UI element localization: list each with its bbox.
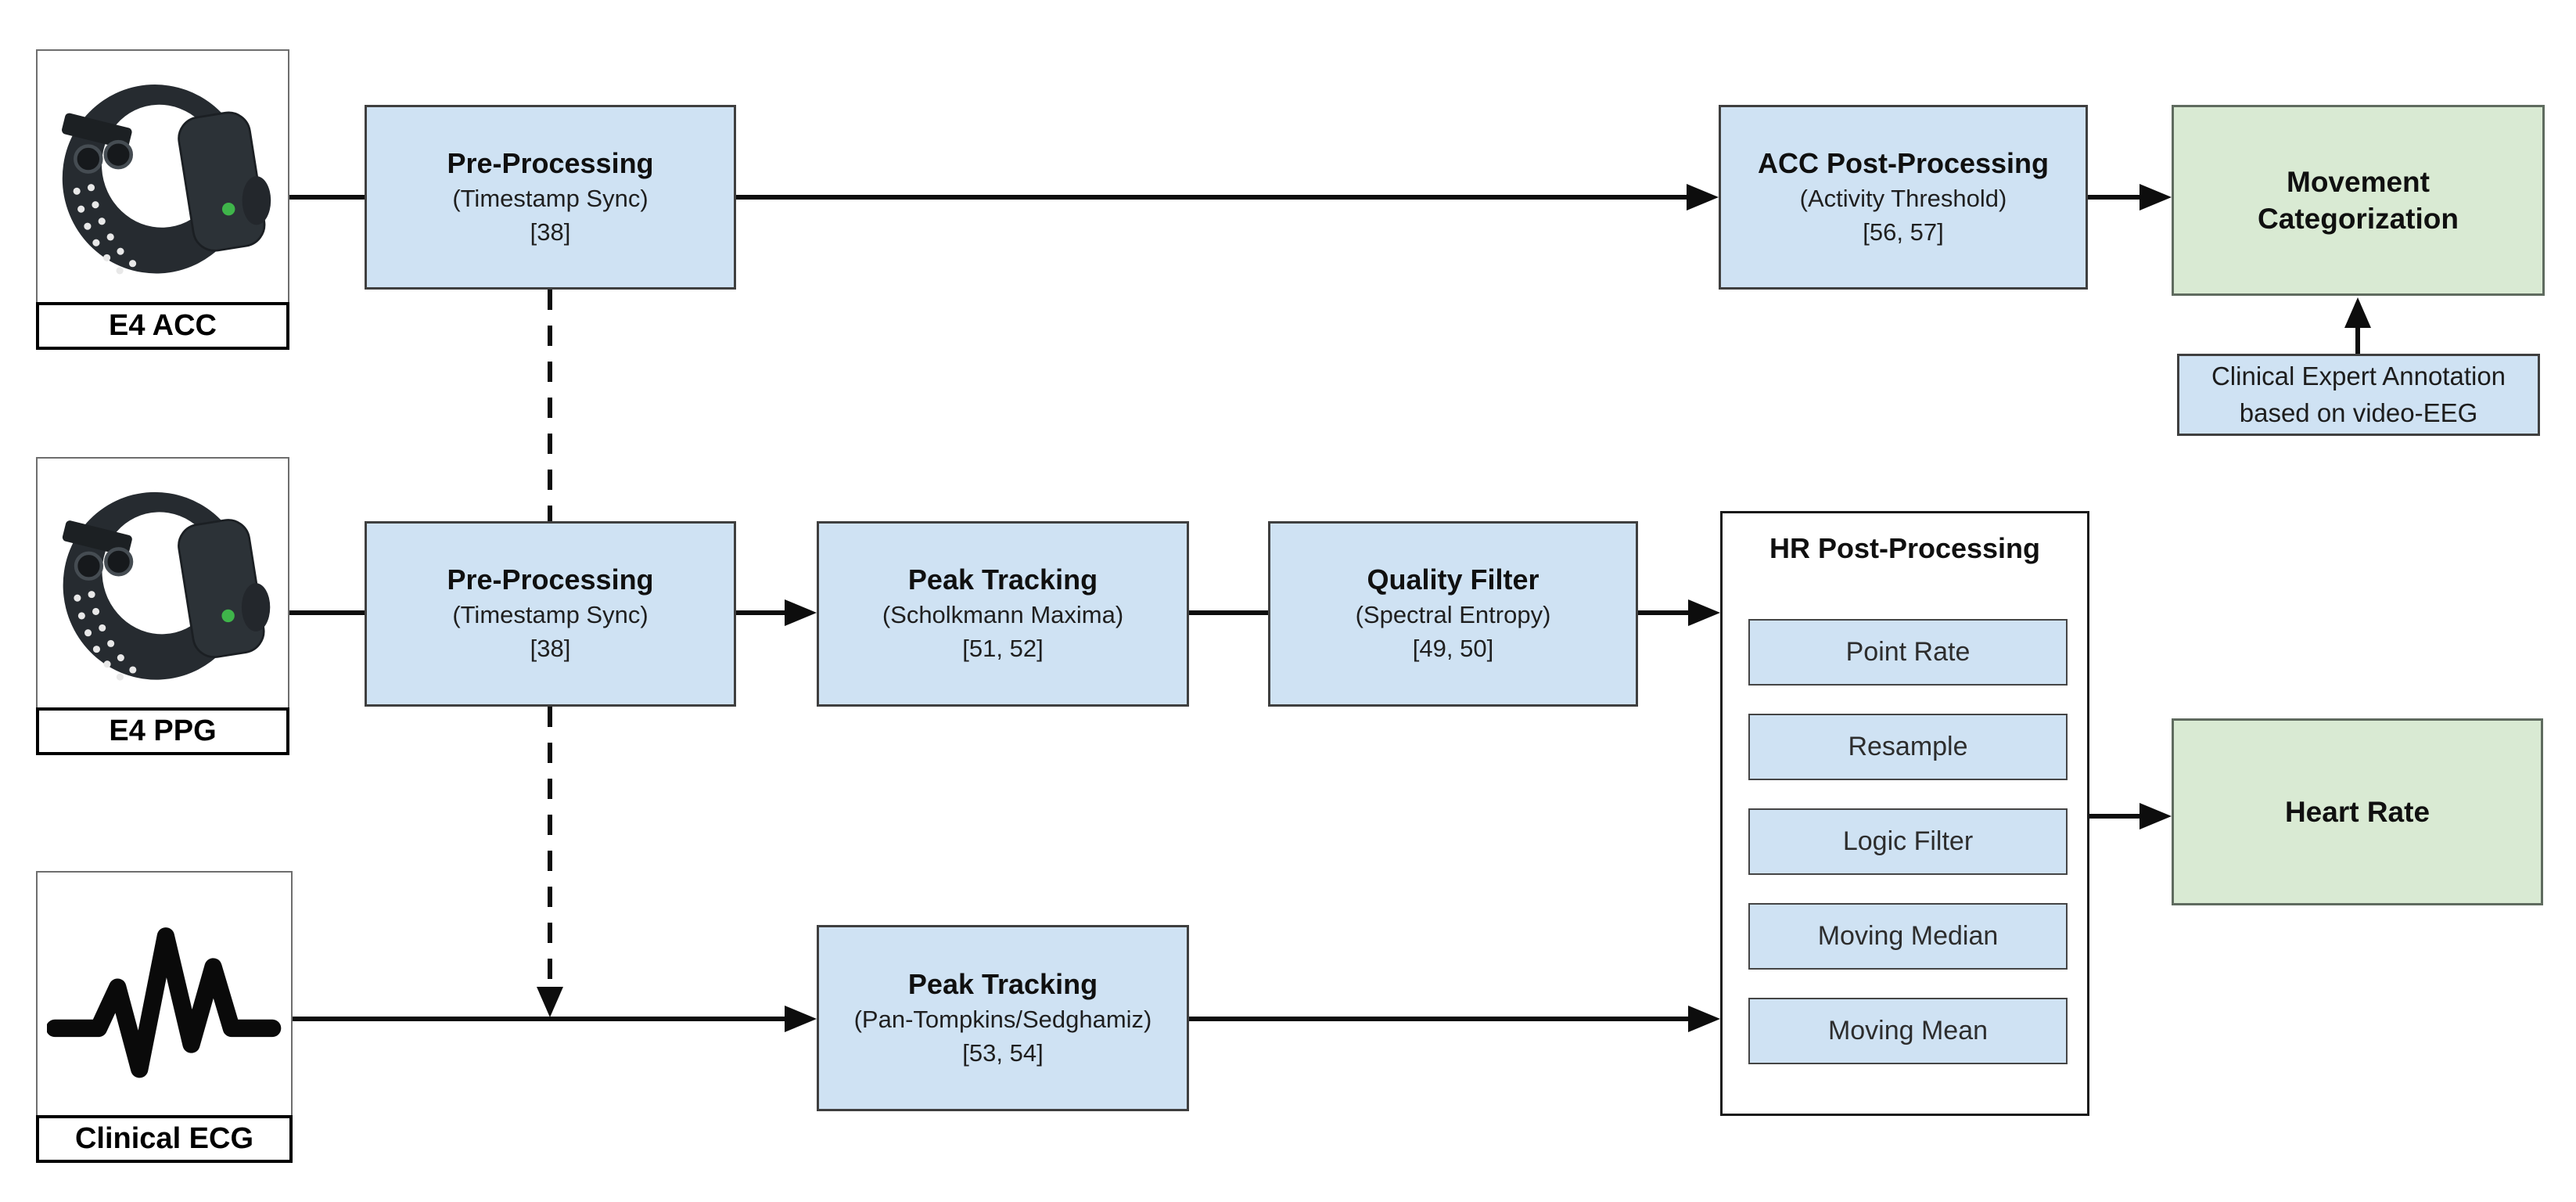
box-subtitle: (Scholkmann Maxima)	[882, 601, 1124, 629]
output-label: Heart Rate	[2284, 795, 2430, 828]
box-title: Pre-Processing	[447, 146, 654, 179]
pre-processing-acc-box: Pre-Processing (Timestamp Sync) [38]	[365, 105, 736, 290]
box-title: ACC Post-Processing	[1757, 146, 2050, 179]
box-subtitle: (Activity Threshold)	[1799, 184, 2007, 212]
hr-step-label: Resample	[1848, 732, 1968, 761]
arrowhead-into-peaktracking-ppg	[785, 599, 817, 626]
box-refs: [51, 52]	[962, 635, 1044, 663]
arrowhead-into-hrpost-top	[1688, 599, 1720, 626]
e4-ppg-label: E4 PPG	[109, 714, 217, 747]
e4-acc-label-box: E4 ACC	[36, 302, 289, 350]
arrowhead-into-peaktracking-ecg	[785, 1006, 817, 1032]
box-refs: [38]	[530, 635, 571, 663]
box-subtitle: (Timestamp Sync)	[452, 601, 648, 629]
annotation-label: Clinical Expert Annotation based on vide…	[2211, 361, 2506, 427]
hr-post-processing-title: HR Post-Processing	[1769, 532, 2041, 564]
box-refs: [49, 50]	[1412, 635, 1494, 663]
arrowhead-into-movement	[2139, 184, 2172, 211]
pre-processing-ppg-box: Pre-Processing (Timestamp Sync) [38]	[365, 521, 736, 707]
box-subtitle: (Timestamp Sync)	[452, 184, 648, 212]
arrowhead-annotation-up	[2344, 297, 2371, 328]
hr-step-moving-median: Moving Median	[1748, 903, 2068, 970]
peak-tracking-ppg-box: Peak Tracking (Scholkmann Maxima) [51, 5…	[817, 521, 1189, 707]
clinical-ecg-icon	[47, 885, 282, 1104]
hr-step-label: Moving Mean	[1827, 1016, 1989, 1045]
hr-step-label: Logic Filter	[1842, 826, 1974, 856]
box-title: Quality Filter	[1367, 563, 1539, 596]
hr-step-label: Point Rate	[1845, 637, 1971, 667]
heart-rate-box: Heart Rate	[2172, 718, 2543, 905]
clinical-expert-annotation-box: Clinical Expert Annotation based on vide…	[2177, 354, 2540, 436]
box-subtitle: (Pan-Tompkins/Sedghamiz)	[853, 1005, 1152, 1033]
output-label: Movement Categorization	[2258, 165, 2459, 235]
movement-categorization-box: Movement Categorization	[2172, 105, 2545, 296]
box-title: Pre-Processing	[447, 563, 654, 596]
box-subtitle: (Spectral Entropy)	[1355, 601, 1551, 629]
box-refs: [53, 54]	[962, 1038, 1044, 1067]
hr-step-label: Moving Median	[1817, 921, 1999, 951]
e4-acc-device-icon	[45, 59, 280, 295]
hr-step-point-rate: Point Rate	[1748, 619, 2068, 686]
clinical-ecg-label: Clinical ECG	[74, 1122, 254, 1155]
hr-step-moving-mean: Moving Mean	[1748, 998, 2068, 1064]
box-title: Peak Tracking	[907, 967, 1098, 1000]
hr-step-logic-filter: Logic Filter	[1748, 808, 2068, 875]
e4-ppg-label-box: E4 PPG	[36, 707, 289, 755]
box-refs: [38]	[530, 218, 571, 246]
hr-step-resample: Resample	[1748, 714, 2068, 780]
e4-acc-label: E4 ACC	[109, 309, 217, 342]
arrowhead-into-accpost	[1687, 184, 1719, 211]
arrowhead-into-heartrate	[2139, 803, 2172, 830]
box-refs: [56, 57]	[1863, 218, 1944, 246]
e4-ppg-device-icon	[45, 466, 280, 701]
clinical-ecg-label-box: Clinical ECG	[36, 1115, 293, 1163]
e4-acc-image-box	[36, 49, 289, 304]
e4-ppg-image-box	[36, 457, 289, 710]
arrowhead-into-hrpost-bottom	[1688, 1006, 1720, 1032]
peak-tracking-ecg-box: Peak Tracking (Pan-Tompkins/Sedghamiz) […	[817, 925, 1189, 1111]
box-title: Peak Tracking	[907, 563, 1098, 596]
acc-post-processing-box: ACC Post-Processing (Activity Threshold)…	[1719, 105, 2088, 290]
quality-filter-box: Quality Filter (Spectral Entropy) [49, 5…	[1268, 521, 1638, 707]
arrowhead-dashed-down	[537, 987, 563, 1017]
clinical-ecg-image-box	[36, 871, 293, 1117]
hr-post-processing-container: HR Post-Processing Point Rate Resample L…	[1720, 511, 2089, 1116]
